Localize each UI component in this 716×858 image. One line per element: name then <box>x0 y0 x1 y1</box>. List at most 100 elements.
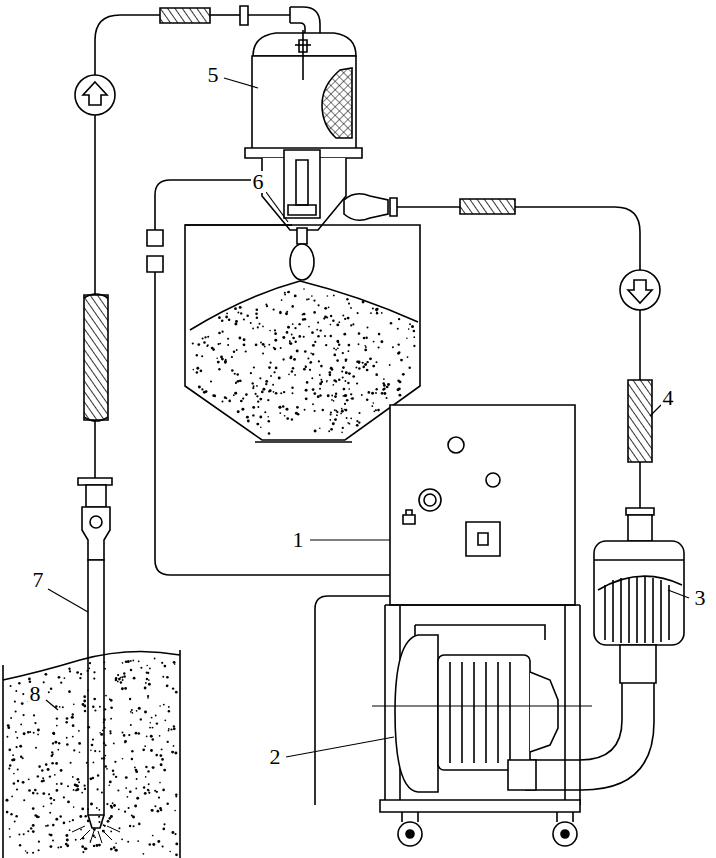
granule <box>28 789 31 792</box>
granule <box>159 705 161 707</box>
granule <box>21 702 24 705</box>
granule <box>135 770 138 773</box>
granule <box>66 743 69 746</box>
hopper-body <box>252 56 356 150</box>
granule <box>306 299 308 301</box>
callout-number: 4 <box>661 387 676 409</box>
granule <box>407 356 409 358</box>
granule <box>113 742 115 744</box>
granule <box>103 661 105 663</box>
granule <box>217 343 219 345</box>
granule <box>67 801 70 804</box>
granule <box>218 316 221 319</box>
granule <box>133 825 135 827</box>
granule <box>8 748 11 751</box>
granule <box>240 400 243 403</box>
granule <box>87 670 89 672</box>
granule <box>261 391 264 394</box>
granule <box>372 402 374 404</box>
hopper-lid <box>253 33 356 56</box>
granule <box>291 418 293 420</box>
granule <box>162 676 164 678</box>
granule <box>37 734 39 736</box>
granule <box>130 711 132 713</box>
control-cable <box>155 272 390 575</box>
granule <box>144 792 147 795</box>
granule <box>130 660 132 662</box>
granule <box>361 394 363 396</box>
hopper-axis <box>302 30 304 80</box>
wand-coupling <box>86 485 106 507</box>
granule <box>291 305 294 308</box>
caster-wheel <box>553 822 577 846</box>
granule <box>167 741 169 743</box>
granule <box>166 802 168 804</box>
granule <box>81 792 83 794</box>
granule <box>73 806 75 808</box>
granule <box>63 796 65 798</box>
granule <box>358 412 360 414</box>
granule <box>168 728 170 730</box>
granule <box>15 815 18 818</box>
granule <box>148 792 150 794</box>
control-cabinet <box>390 405 575 605</box>
granule <box>338 343 340 345</box>
granule <box>247 420 250 423</box>
granule <box>122 732 124 734</box>
granule <box>238 337 241 340</box>
granule <box>288 374 290 376</box>
granule <box>115 842 117 844</box>
granule <box>168 706 170 708</box>
granule <box>149 727 151 729</box>
granule <box>82 851 84 853</box>
cable-connector <box>147 256 163 272</box>
granule <box>330 315 332 317</box>
granule <box>42 777 44 779</box>
granule <box>110 699 113 702</box>
granule <box>225 359 227 361</box>
granule <box>147 695 149 697</box>
granule <box>155 715 157 717</box>
granule <box>32 852 34 854</box>
granule <box>268 420 271 423</box>
granule <box>150 735 153 738</box>
granule <box>163 769 166 772</box>
granule <box>332 384 334 386</box>
granule <box>291 370 293 372</box>
granule <box>154 658 156 660</box>
granule <box>160 754 163 757</box>
granule <box>302 314 304 316</box>
granule <box>282 405 285 408</box>
granule <box>151 809 154 812</box>
granule <box>330 335 333 338</box>
granule <box>33 732 35 734</box>
granule <box>20 723 22 725</box>
granule <box>224 396 227 399</box>
granule <box>240 312 242 314</box>
granule <box>246 314 248 316</box>
granule <box>392 346 394 348</box>
granule <box>147 697 149 699</box>
granule <box>264 346 266 348</box>
granule <box>173 661 176 664</box>
granule <box>221 401 223 403</box>
granule <box>25 850 27 852</box>
granule <box>101 792 103 794</box>
granule <box>99 732 101 734</box>
blower-outlet <box>508 760 536 790</box>
granule <box>358 343 360 345</box>
granule <box>316 329 318 331</box>
granule <box>17 780 19 782</box>
granule <box>28 778 30 780</box>
granule <box>269 389 272 392</box>
granule <box>265 380 268 383</box>
granule <box>117 674 119 676</box>
granule <box>60 846 62 848</box>
conveying-pipe <box>210 14 240 16</box>
granule <box>115 776 117 778</box>
granule <box>53 799 55 801</box>
cable-connector <box>147 230 163 246</box>
granule <box>110 718 112 720</box>
granule <box>50 803 52 805</box>
filter-element <box>598 576 682 590</box>
